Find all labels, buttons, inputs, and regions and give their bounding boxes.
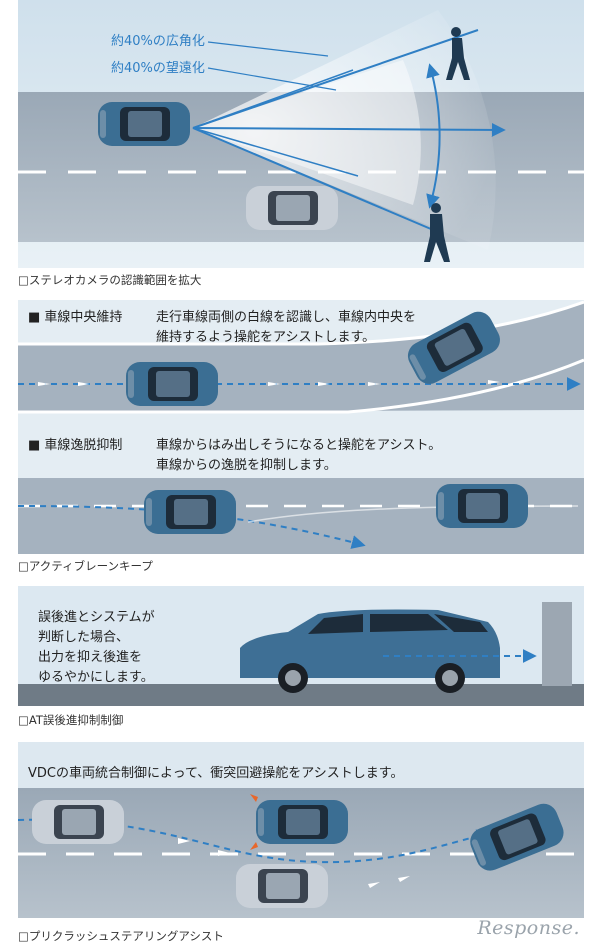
lane-departure-desc-1: 車線からはみ出しそうになると操舵をアシスト。 xyxy=(156,438,442,453)
precrash-steering-illustration xyxy=(18,742,584,918)
reverse-control-illustration xyxy=(18,586,584,706)
lane-departure-heading: ■ 車線逸脱抑制 xyxy=(28,438,123,453)
pedestrian-icon xyxy=(424,203,450,262)
wide-angle-edge-top xyxy=(192,29,479,129)
car-left xyxy=(32,800,124,844)
lane-departure-desc-2: 車線からの逸脱を抑制します。 xyxy=(156,458,337,473)
car-lane-center xyxy=(126,362,218,406)
car-adjacent-lane xyxy=(236,864,328,908)
wide-angle-arc xyxy=(426,63,441,209)
lane-keep-caption: □アクティブレーンキープ xyxy=(18,559,153,573)
reverse-desc-4: ゆるやかにします。 xyxy=(38,670,154,685)
response-logo: Response. xyxy=(477,917,580,939)
side-view-car xyxy=(240,609,500,693)
lane-keep-diagram: ■ 車線中央維持 走行車線両側の白線を認識し、車線内中央を 維持するよう操舵をア… xyxy=(18,300,584,554)
camera-range-illustration xyxy=(18,0,584,268)
camera-range-diagram: 約40%の広角化 約40%の望遠化 xyxy=(18,0,584,268)
wide-angle-label: 約40%の広角化 xyxy=(111,34,205,49)
precrash-steering-diagram: VDCの車両統合制御によって、衝突回避操舵をアシストします。 xyxy=(18,742,584,918)
oncoming-car xyxy=(246,186,338,230)
telephoto-label: 約40%の望遠化 xyxy=(111,61,205,76)
reverse-desc-3: 出力を抑え後進を xyxy=(38,650,143,665)
wide-angle-edge-bottom xyxy=(192,127,439,233)
precrash-desc: VDCの車両統合制御によって、衝突回避操舵をアシストします。 xyxy=(28,766,404,781)
reverse-control-caption: □AT誤後進抑制制御 xyxy=(18,713,124,727)
lane-center-heading: ■ 車線中央維持 xyxy=(28,310,123,325)
camera-range-caption: □ステレオカメラの認識範囲を拡大 xyxy=(18,273,202,287)
lane-keep-illustration xyxy=(18,300,584,554)
reverse-desc-2: 判断した場合、 xyxy=(38,630,130,645)
reverse-desc-1: 誤後進とシステムが xyxy=(38,610,155,625)
pedestrian-icon xyxy=(446,27,470,80)
precrash-steering-caption: □プリクラッシュステアリングアシスト xyxy=(18,929,224,943)
subject-car xyxy=(98,102,190,146)
range-arrow xyxy=(192,122,506,137)
car-lane-right xyxy=(436,484,528,528)
car-drifting xyxy=(144,490,236,534)
car-obstacle-ahead xyxy=(256,800,348,844)
lane-center-desc-2: 維持するよう操舵をアシストします。 xyxy=(156,330,376,345)
wall-obstacle xyxy=(542,602,572,686)
lane-center-desc-1: 走行車線両側の白線を認識し、車線内中央を xyxy=(156,310,417,325)
reverse-control-diagram: 誤後進とシステムが 判断した場合、 出力を抑え後進を ゆるやかにします。 xyxy=(18,586,584,706)
